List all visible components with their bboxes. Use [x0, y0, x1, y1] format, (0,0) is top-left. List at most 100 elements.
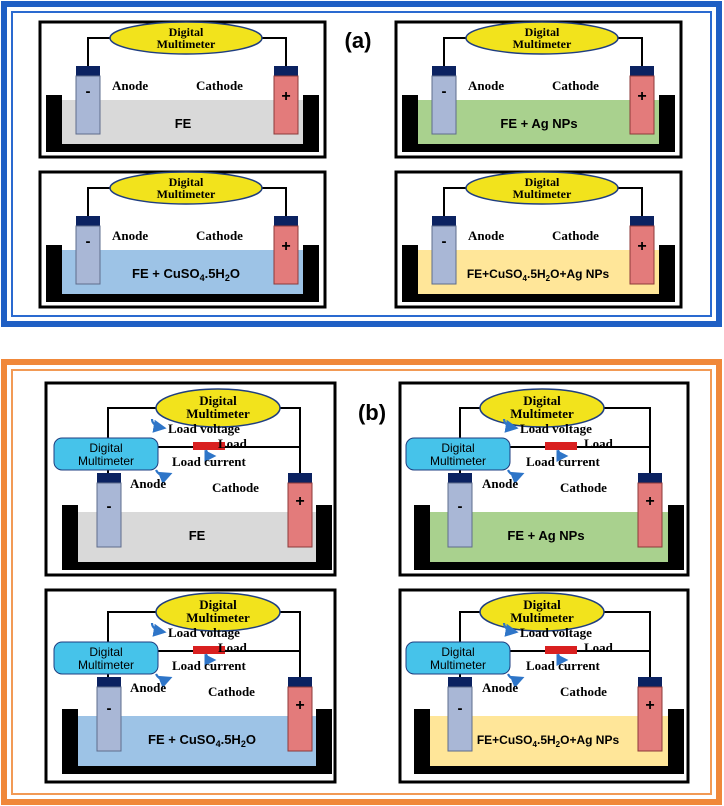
anode-cap	[432, 66, 456, 76]
anode-sign: -	[458, 700, 463, 717]
multimeter-label: Digital	[525, 175, 560, 189]
panel-b: (b) Digital Multimeter Digital Multimete…	[1, 359, 722, 805]
beaker-right-wall	[316, 505, 332, 568]
anode-cap	[97, 473, 121, 483]
multimeter-label: Digital	[525, 25, 560, 39]
anode-electrode	[447, 686, 473, 752]
cathode-electrode	[273, 75, 299, 135]
digital-multimeter	[109, 171, 263, 205]
multimeter-current-label: Digital	[441, 441, 474, 455]
multimeter-label: Multimeter	[186, 406, 250, 421]
panel-b-border-outer	[1, 359, 722, 805]
cathode-cap	[638, 677, 662, 687]
digital-multimeter	[109, 21, 263, 55]
cathode-cap	[288, 473, 312, 483]
anode-electrode	[96, 482, 122, 548]
digital-multimeter-current	[53, 437, 159, 471]
wire	[87, 37, 287, 66]
multimeter-label: Multimeter	[510, 406, 574, 421]
multimeter-label: Digital	[199, 597, 237, 612]
beaker-left-wall	[402, 95, 418, 152]
electrolyte-fill	[62, 100, 303, 144]
beaker-right-wall	[303, 95, 319, 152]
anode-cap	[76, 216, 100, 226]
multimeter-current-label: Digital	[89, 645, 122, 659]
multimeter-label: Multimeter	[513, 37, 572, 51]
digital-multimeter-current	[53, 641, 159, 675]
anode-electrode	[75, 225, 101, 285]
electrolyte-label: FE	[189, 528, 206, 543]
anode-cap	[97, 677, 121, 687]
load-voltage-arrow	[502, 622, 519, 637]
load-current-arrow	[507, 469, 525, 485]
digital-multimeter-voltage	[155, 388, 281, 428]
anode-label: Anode	[482, 476, 518, 491]
anode-sign: -	[442, 83, 447, 100]
anode-label: Anode	[112, 228, 148, 243]
beaker-left-wall	[402, 245, 418, 302]
beaker-bottom	[414, 562, 684, 570]
cell-b-2: Digital Multimeter Digital Multimeter Lo…	[398, 381, 690, 577]
multimeter-label: Multimeter	[157, 187, 216, 201]
beaker-left-wall	[46, 245, 62, 302]
electrolyte-label: FE + Ag NPs	[507, 528, 584, 543]
cathode-cap	[288, 677, 312, 687]
anode-electrode	[431, 75, 457, 135]
cathode-sign: +	[295, 697, 304, 714]
cathode-label: Cathode	[552, 78, 599, 93]
load-label: Load	[218, 640, 248, 655]
cathode-label: Cathode	[212, 480, 259, 495]
panel-b-label: (b)	[358, 400, 386, 425]
anode-electrode	[75, 75, 101, 135]
digital-multimeter-voltage	[479, 592, 605, 632]
beaker-bottom	[402, 144, 675, 152]
cathode-electrode	[287, 482, 313, 548]
cathode-sign: +	[281, 88, 290, 105]
load-resistor	[545, 646, 577, 654]
load-arrow	[556, 449, 569, 462]
anode-sign: -	[107, 700, 112, 717]
anode-cap	[432, 216, 456, 226]
multimeter-current-label: Multimeter	[430, 658, 486, 672]
anode-label: Anode	[468, 78, 504, 93]
beaker-left-wall	[414, 505, 430, 568]
anode-sign: -	[107, 498, 112, 515]
cathode-cap	[630, 216, 654, 226]
digital-multimeter-current	[405, 641, 511, 675]
cathode-cap	[638, 473, 662, 483]
cell-a-4: Digital Multimeter - + Anode Cathode FE+…	[394, 170, 683, 309]
anode-label: Anode	[482, 680, 518, 695]
multimeter-label: Multimeter	[186, 610, 250, 625]
anode-label: Anode	[468, 228, 504, 243]
cathode-label: Cathode	[208, 684, 255, 699]
load-voltage-arrow	[502, 418, 519, 433]
cathode-sign: +	[637, 88, 646, 105]
multimeter-current-label: Multimeter	[78, 658, 134, 672]
multimeter-label: Digital	[169, 175, 204, 189]
anode-sign: -	[442, 233, 447, 250]
beaker-right-wall	[659, 95, 675, 152]
cathode-sign: +	[281, 238, 290, 255]
anode-sign: -	[86, 233, 91, 250]
beaker-right-wall	[668, 709, 684, 772]
cathode-label: Cathode	[560, 480, 607, 495]
multimeter-current-label: Digital	[441, 645, 474, 659]
load-label: Load	[584, 436, 614, 451]
electrolyte-fill	[418, 250, 659, 294]
anode-cap	[448, 473, 472, 483]
anode-sign: -	[86, 83, 91, 100]
cathode-electrode	[287, 686, 313, 752]
beaker-left-wall	[46, 95, 62, 152]
panel-b-border-inner	[11, 369, 712, 795]
load-voltage-arrow	[150, 418, 167, 433]
beaker-bottom	[402, 294, 675, 302]
cathode-sign: +	[645, 697, 654, 714]
multimeter-label: Multimeter	[513, 187, 572, 201]
panel-a: (a) Digital Multimeter - + Anode Cathode…	[1, 1, 722, 327]
electrolyte-label: FE + CuSO4.5H2O	[132, 266, 240, 283]
electrolyte-fill	[62, 250, 303, 294]
load-current-label: Load current	[172, 454, 246, 469]
cathode-electrode	[629, 75, 655, 135]
cathode-electrode	[637, 686, 663, 752]
